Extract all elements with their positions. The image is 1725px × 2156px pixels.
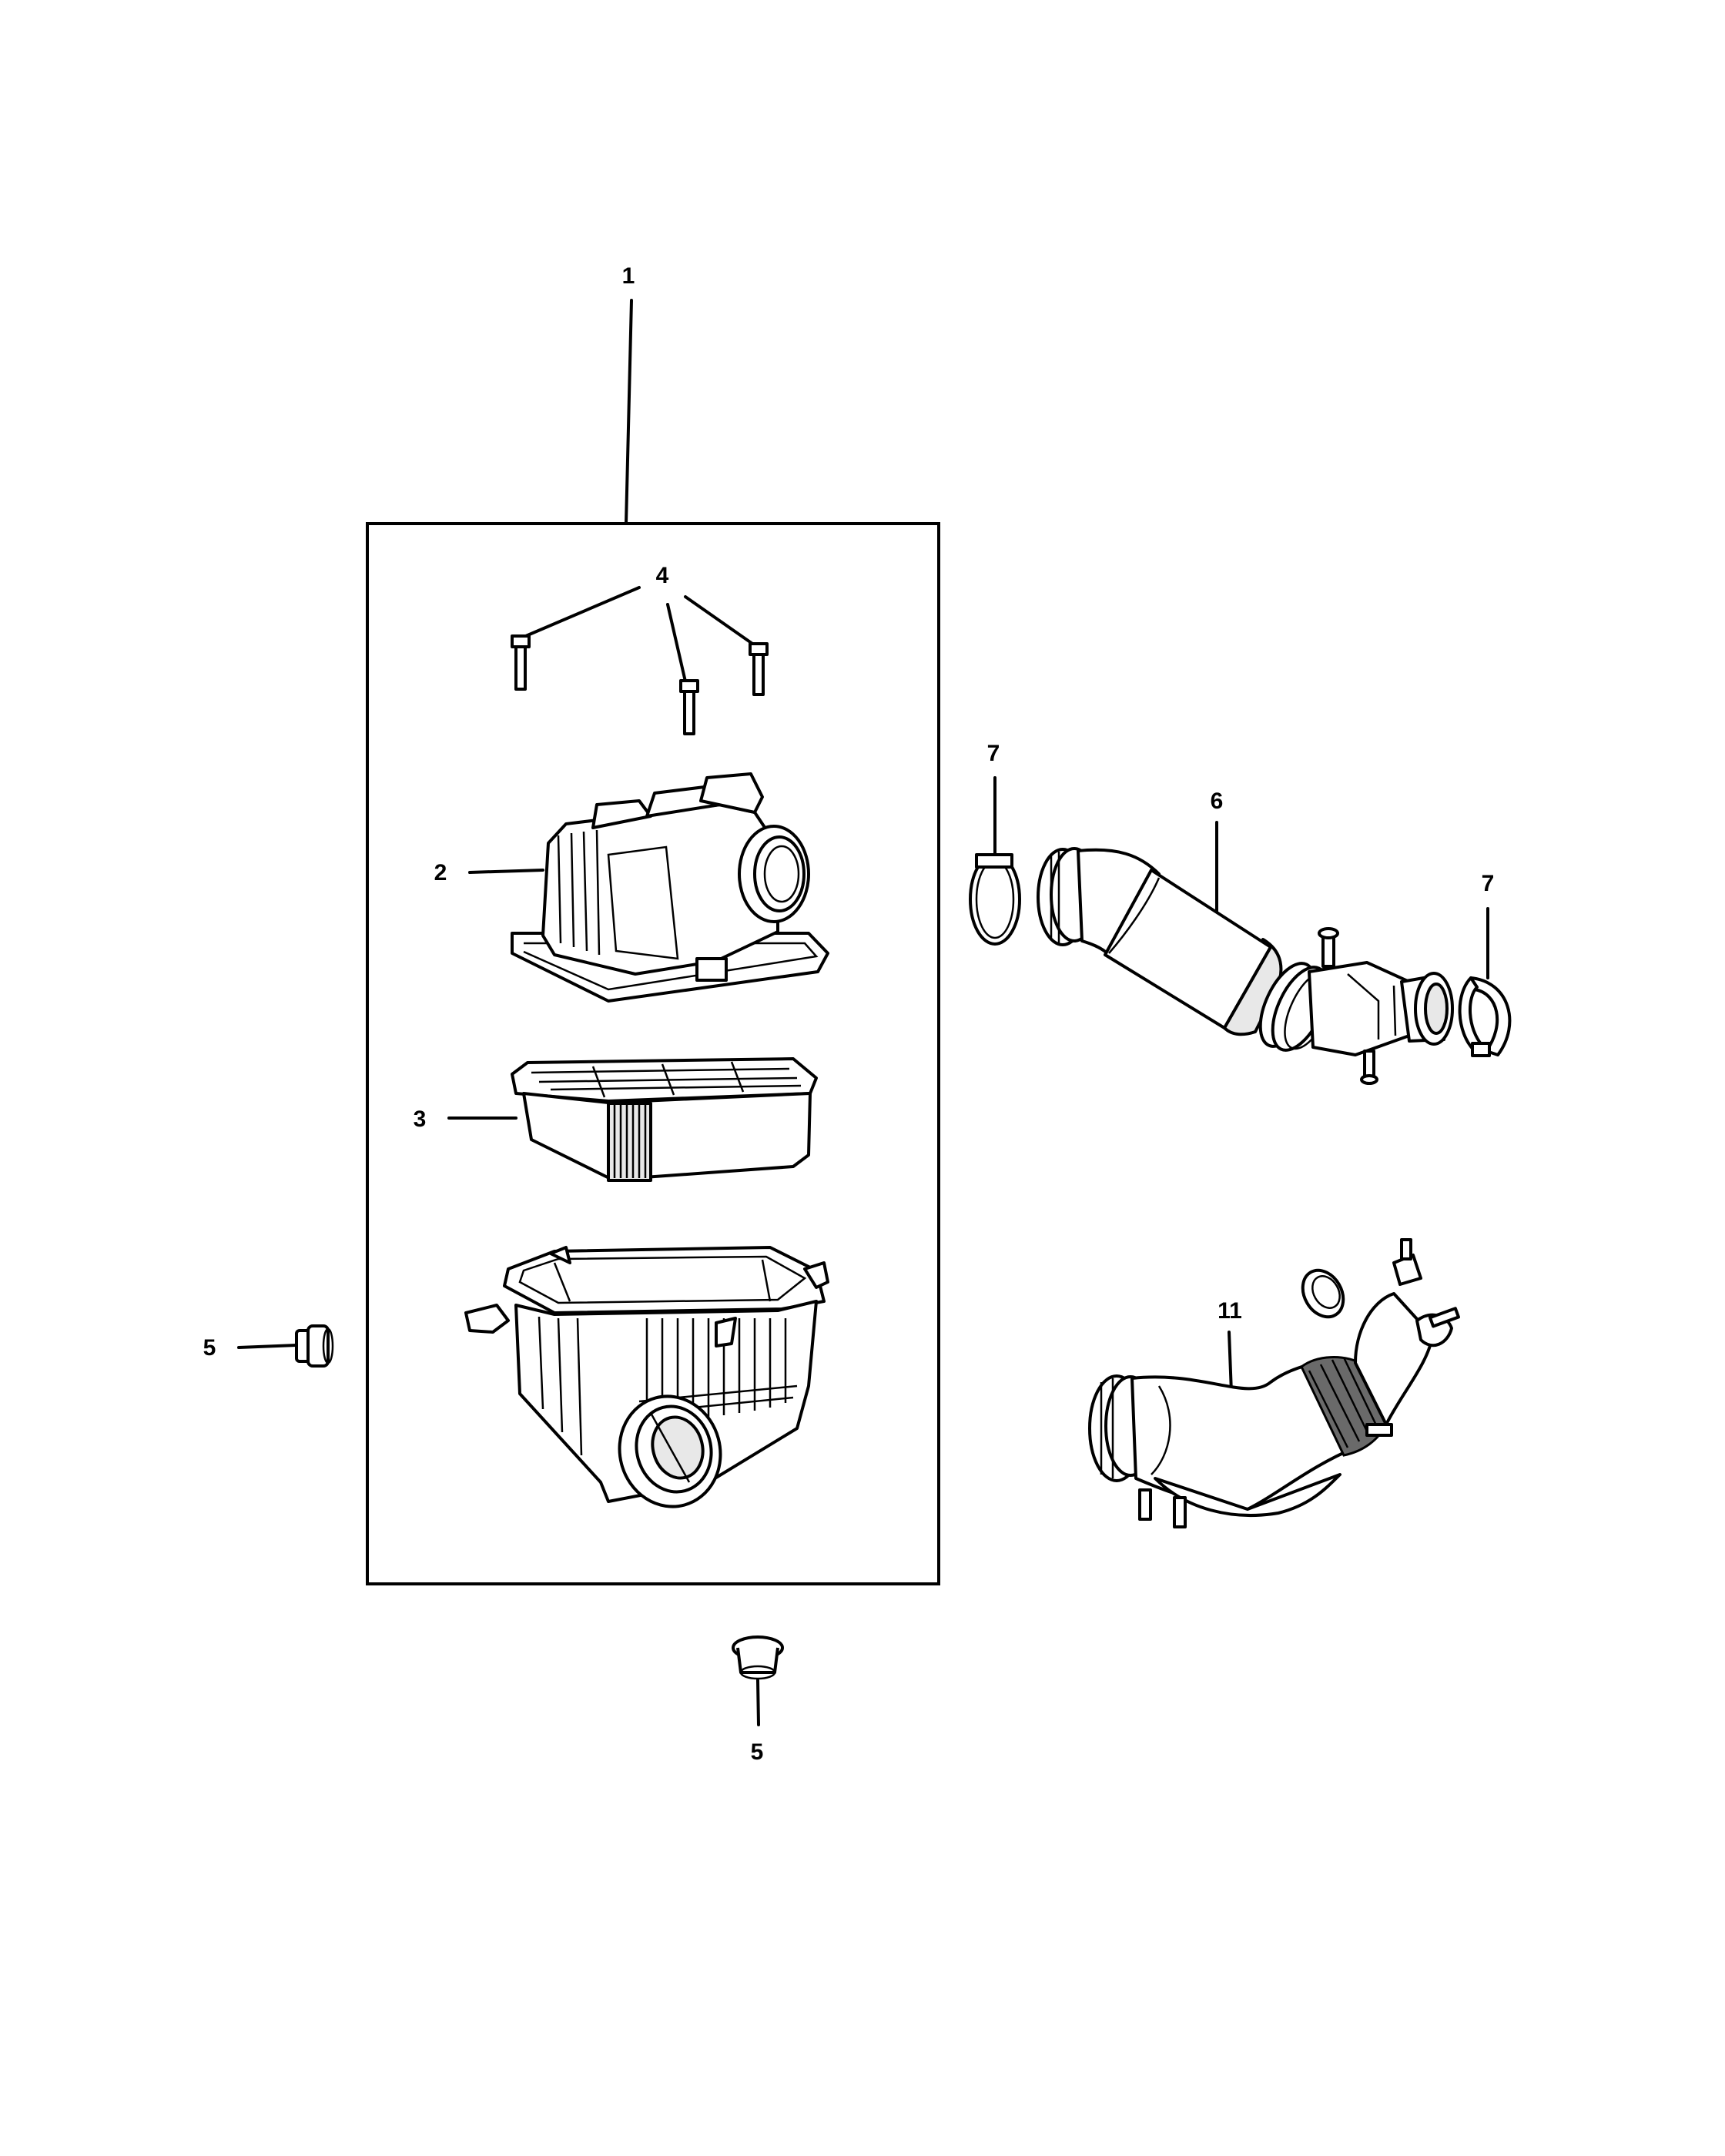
leader-line-5-left bbox=[237, 1344, 298, 1349]
grommet-left bbox=[295, 1324, 334, 1368]
bolt-left bbox=[511, 634, 531, 691]
callout-4: 4 bbox=[656, 563, 669, 588]
leader-line-4b bbox=[666, 603, 687, 683]
callout-11: 11 bbox=[1218, 1298, 1242, 1324]
filter-pleats bbox=[607, 1102, 652, 1182]
leader-line-4a bbox=[521, 586, 641, 639]
assembly-box bbox=[366, 522, 940, 1585]
callout-6: 6 bbox=[1211, 788, 1224, 814]
callout-2: 2 bbox=[434, 860, 447, 886]
grommet-bottom bbox=[732, 1635, 784, 1680]
callout-1: 1 bbox=[622, 263, 635, 289]
air-filter-element bbox=[511, 1057, 818, 1182]
bolt-right bbox=[749, 642, 769, 696]
callout-7-right: 7 bbox=[1482, 871, 1495, 896]
callout-3: 3 bbox=[414, 1106, 427, 1132]
air-cleaner-cover bbox=[511, 772, 829, 1003]
leader-line-5-bottom bbox=[756, 1679, 760, 1726]
callout-5-bottom: 5 bbox=[751, 1739, 764, 1765]
air-inlet-duct bbox=[1088, 1238, 1460, 1528]
hose-clamp-right bbox=[1458, 976, 1512, 1057]
clean-air-duct bbox=[1037, 847, 1454, 1085]
leader-line-4c bbox=[684, 595, 756, 647]
leader-line-1 bbox=[625, 299, 633, 525]
bolt-middle bbox=[679, 679, 699, 735]
hose-clamp-left bbox=[969, 853, 1021, 946]
callout-5-left: 5 bbox=[203, 1335, 216, 1361]
air-cleaner-lower-housing bbox=[464, 1246, 829, 1508]
leader-line-2 bbox=[468, 869, 544, 874]
callout-7-left: 7 bbox=[987, 741, 1000, 766]
